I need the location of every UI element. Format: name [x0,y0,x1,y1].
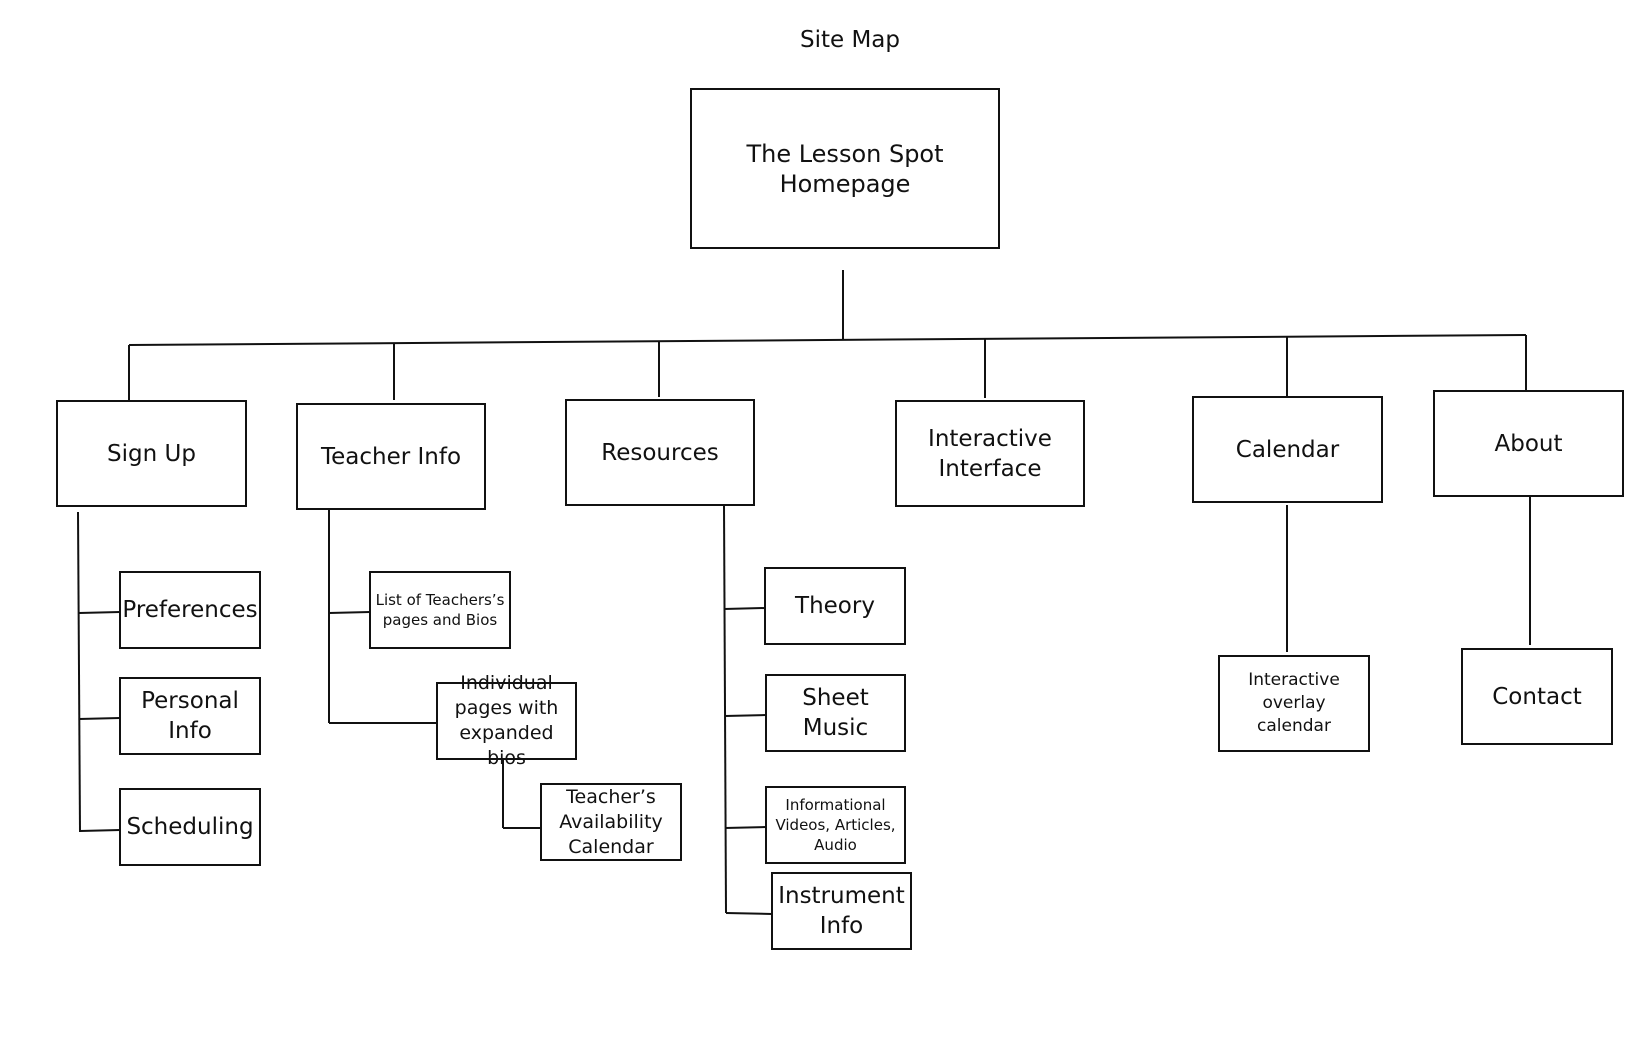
node-sheet-music: Sheet Music [765,674,906,752]
node-contact: Contact [1461,648,1613,745]
connector-branch-teacher-list [328,611,371,614]
node-calendar: Calendar [1192,396,1383,503]
connector-branch-preferences [78,611,121,614]
node-interactive-interface: Interactive Interface [895,400,1085,507]
node-about: About [1433,390,1624,497]
node-overlay-calendar-label: Interactive overlay calendar [1248,670,1340,736]
node-teacher-info-label: Teacher Info [320,443,462,470]
node-availability-calendar-label: Teacher’s Availability Calendar [559,785,663,858]
node-instrument-info-label: Instrument Info [778,883,905,939]
node-individual-pages: Individual pages with expanded bios [436,672,577,769]
connector-branch-sheet-music [724,714,767,717]
node-resources-label: Resources [601,439,719,466]
connector-branch-personal-info [78,717,121,720]
connector-branch-informational [724,826,767,829]
node-individual-pages-label: Individual pages with expanded bios [454,672,559,769]
node-theory: Theory [764,567,906,645]
node-contact-label: Contact [1492,683,1582,710]
node-personal-info-label: Personal Info [141,688,239,744]
node-instrument-info: Instrument Info [771,872,912,950]
connector-branch-theory [723,607,766,610]
node-sign-up: Sign Up [56,400,247,507]
node-personal-info: Personal Info [119,677,261,755]
node-informational: Informational Videos, Articles, Audio [765,786,906,864]
node-sign-up-label: Sign Up [107,440,196,467]
node-preferences-label: Preferences [122,597,258,623]
node-preferences: Preferences [119,571,261,649]
connector-branch-instrument-info [725,912,773,915]
node-teacher-info: Teacher Info [296,403,486,510]
diagram-title: Site Map [799,27,900,53]
connector-branch-scheduling [79,829,121,832]
node-sheet-music-label: Sheet Music [802,685,869,741]
node-interactive-interface-label: Interactive Interface [928,425,1052,482]
node-availability-calendar: Teacher’s Availability Calendar [540,783,682,861]
node-scheduling-label: Scheduling [126,814,254,840]
node-homepage-label: The Lesson Spot Homepage [746,139,944,198]
node-calendar-label: Calendar [1235,436,1340,463]
node-homepage: The Lesson Spot Homepage [690,88,1000,249]
node-teacher-list: List of Teachers’s pages and Bios [369,571,511,649]
node-scheduling: Scheduling [119,788,261,866]
node-overlay-calendar: Interactive overlay calendar [1218,655,1370,752]
node-about-label: About [1494,430,1563,457]
node-theory-label: Theory [795,593,875,619]
node-informational-label: Informational Videos, Articles, Audio [775,796,896,854]
connector-sign-up-spine [77,511,81,833]
node-resources: Resources [565,399,755,506]
connector-resources-spine [723,504,727,914]
connector-top-bus [128,334,1527,346]
node-teacher-list-label: List of Teachers’s pages and Bios [375,591,505,629]
